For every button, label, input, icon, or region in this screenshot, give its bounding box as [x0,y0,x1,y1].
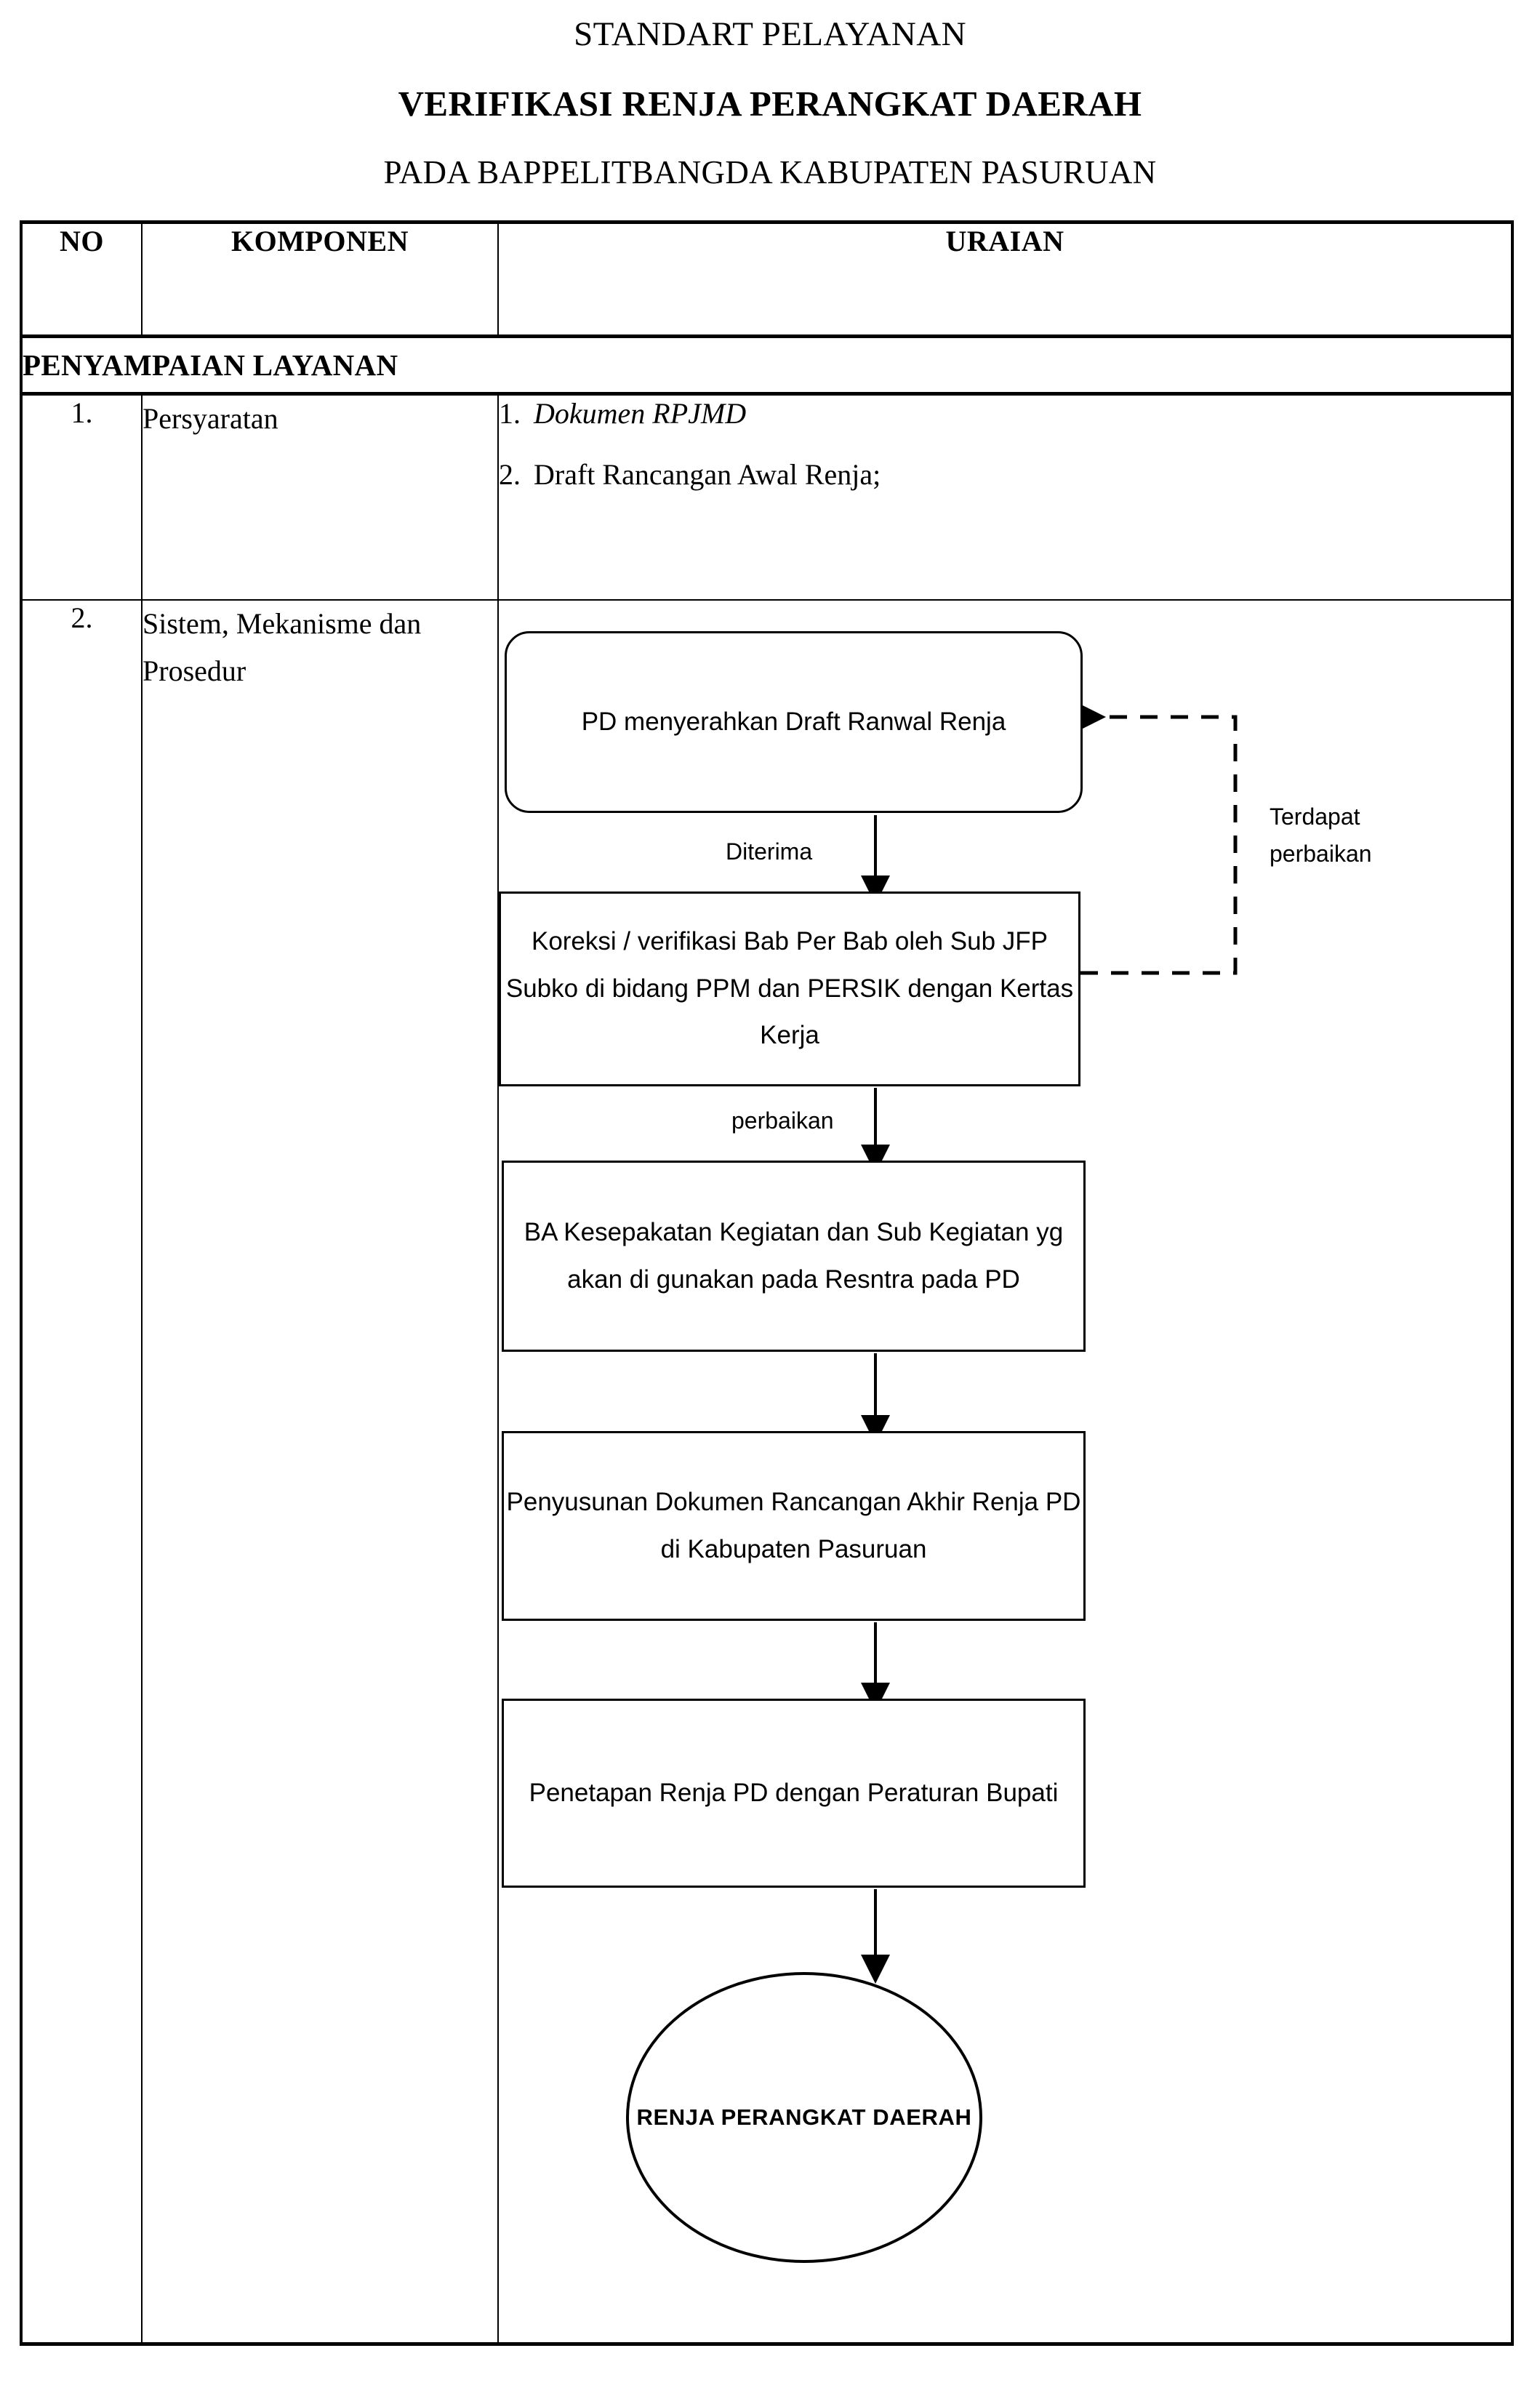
list-item-text: Dokumen RPJMD [534,397,747,430]
flow-node-terminator: RENJA PERANGKAT DAERAH [626,1972,982,2263]
flow-node-4-label: Penyusunan Dokumen Rancangan Akhir Renja… [506,1487,1081,1563]
flow-node-3: BA Kesepakatan Kegiatan dan Sub Kegiatan… [502,1161,1086,1352]
row-komponen: Sistem, Mekanisme dan Prosedur [141,599,499,2346]
edge-label-terdapat-perbaikan: Terdapat perbaikan [1270,804,1372,868]
flowchart: PD menyerahkan Draft Ranwal Renja Koreks… [499,601,1511,2342]
row-number: 2. [20,599,143,2346]
list-item: 1. Dokumen RPJMD [499,396,1511,432]
table-row: 1. Persyaratan 1. Dokumen RPJMD 2. Draft… [20,393,1514,601]
list-item-text: Draft Rancangan Awal Renja; [534,458,881,491]
list-item-number: 1. [499,397,521,430]
table-header-row: NO KOMPONEN URAIAN [20,220,1514,337]
flow-node-1-label: PD menyerahkan Draft Ranwal Renja [581,707,1006,736]
page-title-line-1: STANDART PELAYANAN [574,15,966,53]
column-header-uraian: URAIAN [497,220,1514,337]
edge-label-diterima: Diterima [726,838,813,865]
column-header-no: NO [20,220,143,337]
flow-node-2: Koreksi / verifikasi Bab Per Bab oleh Su… [499,892,1080,1086]
row-uraian: 1. Dokumen RPJMD 2. Draft Rancangan Awal… [497,393,1514,601]
persyaratan-list: 1. Dokumen RPJMD 2. Draft Rancangan Awal… [499,396,1511,493]
column-header-komponen: KOMPONEN [141,220,499,337]
section-header-cell: PENYAMPAIAN LAYANAN [20,334,1514,396]
section-title-penyampaian-layanan: PENYAMPAIAN LAYANAN [23,348,398,382]
flow-node-terminator-label: RENJA PERANGKAT DAERAH [636,2104,972,2131]
page-title-line-3: PADA BAPPELITBANGDA KABUPATEN PASURUAN [383,154,1157,191]
list-item-number: 2. [499,458,521,491]
flow-node-4: Penyusunan Dokumen Rancangan Akhir Renja… [502,1431,1086,1621]
list-item: 2. Draft Rancangan Awal Renja; [499,457,1511,493]
flow-node-5: Penetapan Renja PD dengan Peraturan Bupa… [502,1699,1086,1888]
flow-node-2-label: Koreksi / verifikasi Bab Per Bab oleh Su… [505,926,1074,1050]
section-header-row: PENYAMPAIAN LAYANAN [20,334,1514,396]
flow-node-5-label: Penetapan Renja PD dengan Peraturan Bupa… [529,1778,1059,1807]
document-title-block: STANDART PELAYANAN VERIFIKASI RENJA PERA… [0,0,1540,189]
row-uraian-flowchart: PD menyerahkan Draft Ranwal Renja Koreks… [497,599,1514,2346]
table-row: 2. Sistem, Mekanisme dan Prosedur [20,599,1514,2346]
row-komponen: Persyaratan [141,393,499,601]
flowchart-connectors [861,699,1238,1984]
flow-node-3-label: BA Kesepakatan Kegiatan dan Sub Kegiatan… [524,1217,1064,1294]
row-number: 1. [20,393,143,601]
page-title-line-2: VERIFIKASI RENJA PERANGKAT DAERAH [398,84,1142,124]
standar-pelayanan-table: NO KOMPONEN URAIAN PENYAMPAIAN LAYANAN 1… [20,220,1514,2346]
flow-node-1: PD menyerahkan Draft Ranwal Renja [505,631,1083,813]
edge-label-perbaikan: perbaikan [731,1107,834,1134]
